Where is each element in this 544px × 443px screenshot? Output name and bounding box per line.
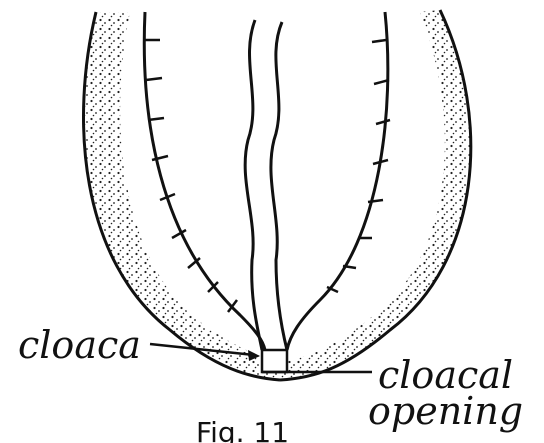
label-cloaca: cloaca <box>18 323 141 367</box>
central-duct <box>245 20 287 350</box>
gut-walls <box>144 12 390 350</box>
gut-right-wall <box>287 12 388 350</box>
gut-left-inner <box>160 12 235 290</box>
duct-right-line <box>271 22 287 350</box>
figure-caption: Fig. 11 <box>196 416 289 443</box>
cloaca-chamber <box>262 350 287 372</box>
duct-left-line <box>245 20 262 350</box>
cilia-left <box>145 40 237 312</box>
label-cloacal-line2: opening <box>368 389 523 433</box>
